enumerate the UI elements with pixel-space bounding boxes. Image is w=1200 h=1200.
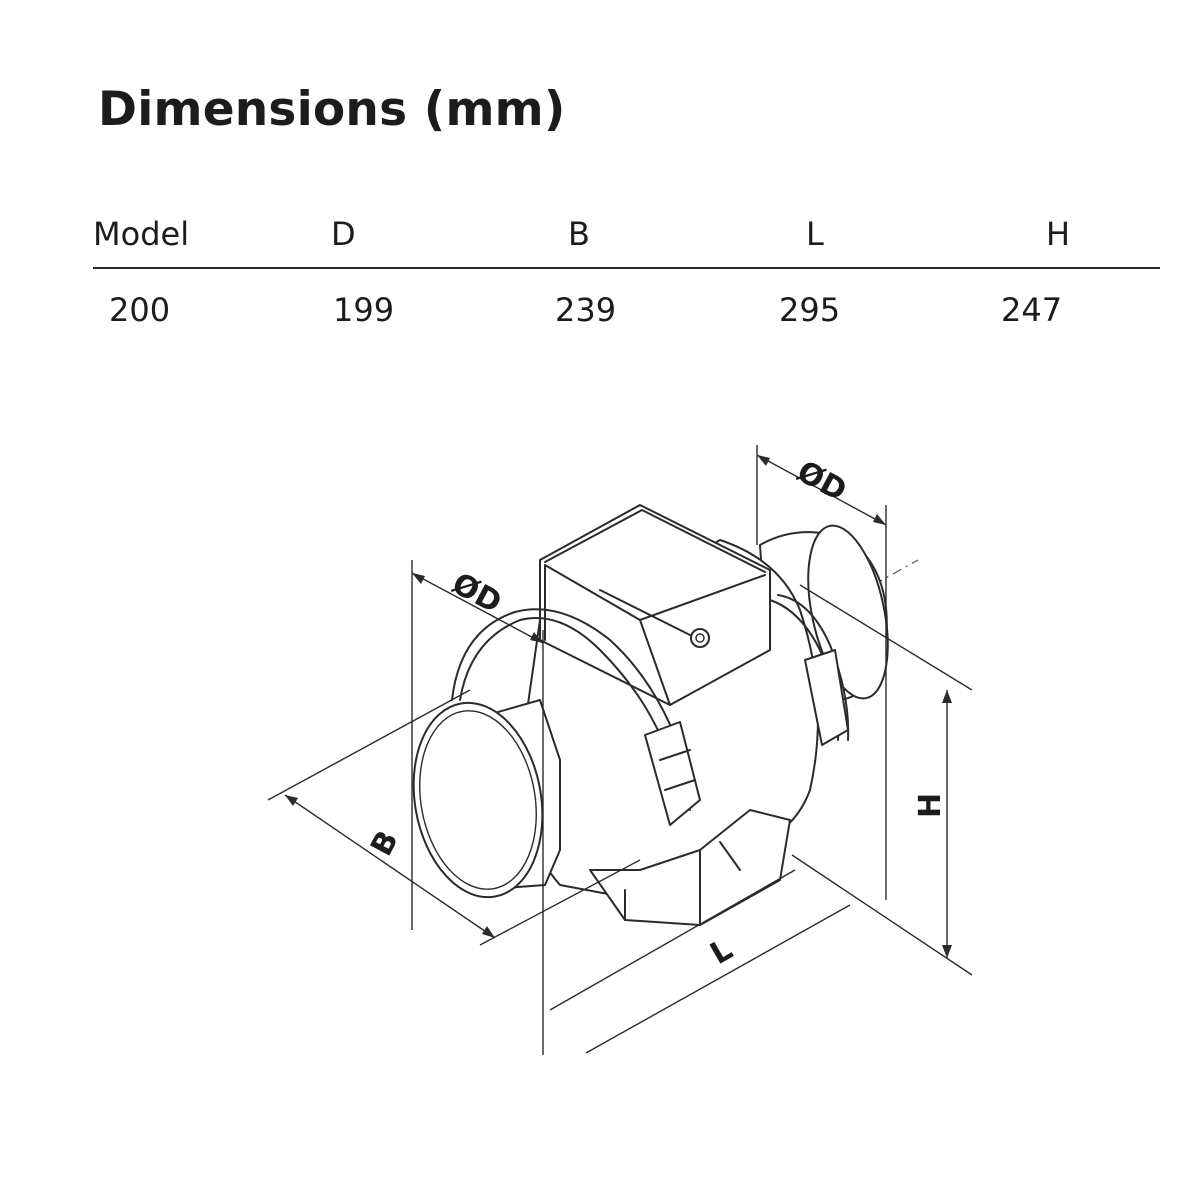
header-d: D	[331, 215, 356, 253]
label-diameter-left: ØD	[446, 566, 507, 621]
cell-model: 200	[109, 291, 171, 329]
dimension-height-h: H	[799, 584, 973, 958]
cell-l: 295	[779, 291, 841, 329]
header-l: L	[806, 215, 824, 253]
mounting-bracket	[589, 809, 791, 926]
header-model: Model	[93, 215, 190, 253]
label-width-b: B	[364, 825, 406, 862]
rear-clamp	[769, 594, 850, 746]
cell-b: 239	[555, 291, 617, 329]
table-header-row: Model D B L H	[93, 205, 1160, 269]
front-spigot	[412, 699, 561, 899]
header-h: H	[1046, 215, 1071, 253]
screw-icon	[690, 628, 710, 648]
cell-d: 199	[333, 291, 395, 329]
label-diameter-top: ØD	[791, 454, 852, 509]
header-b: B	[568, 215, 590, 253]
front-clamp	[451, 608, 701, 826]
label-length-l: L	[705, 932, 739, 972]
cell-h: 247	[1001, 291, 1063, 329]
dimensions-table: Model D B L H 200 199 239 295 247	[93, 205, 1160, 329]
page-title: Dimensions (mm)	[98, 82, 566, 137]
label-height-h: H	[913, 793, 948, 818]
